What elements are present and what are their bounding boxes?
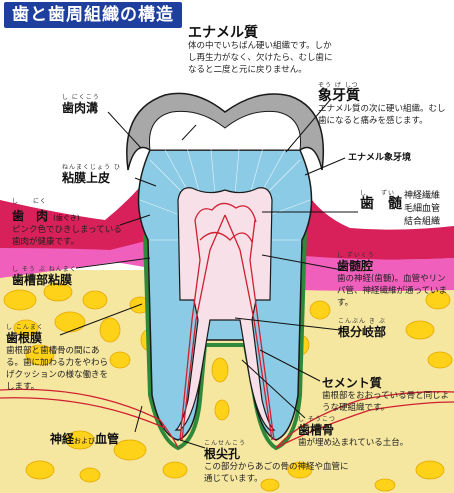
epithelium-name: 粘膜上皮	[62, 171, 111, 185]
bone-ruby: し そうこつ	[298, 416, 336, 423]
pulp-item: 神経繊維	[404, 191, 441, 201]
ligament-desc: 歯根部と歯槽骨の間にある。歯に加わる力をやわらげクッションの様な働きをします。	[6, 346, 109, 392]
periodontal-ligament	[143, 229, 307, 451]
sulcus-ruby: し にくこう	[62, 94, 100, 101]
label-gum: し にく 歯 肉 (歯ぐき) ピンク色でひきしまっている歯肉が健康です。	[12, 198, 130, 248]
label-cementum: セメント質 歯根部をおおっている骨と同じような硬組織です。	[322, 376, 450, 414]
pulp-cavity-ruby: し ずいくう	[337, 252, 375, 259]
label-pulp: し ずい 歯 髄	[360, 190, 402, 211]
label-foramen: こんせんこう 根尖孔 この部分からあごの骨の神経や血管に通じています。	[204, 440, 354, 485]
gingiva-right	[305, 190, 454, 260]
gum-mucosa-right	[300, 255, 454, 291]
foramen-ruby: こんせんこう	[204, 440, 247, 447]
pulp-item: 結合組織	[404, 217, 441, 227]
label-pulp-cavity: し ずいくう 歯髄腔 歯の神経(歯髄)。血管やリンパ管、神経繊維が通っています。	[337, 252, 451, 309]
bone-name: 歯槽骨	[298, 423, 335, 437]
dentin-ruby: ぞう げ しつ	[318, 82, 359, 89]
pulp-cavity-name: 歯髄腔	[337, 259, 374, 273]
label-dentin: ぞう げ しつ 象牙質 エナメル質の次に硬い組織。むし歯になると痛みを感じます。	[318, 82, 450, 127]
ligament-name: 歯根膜	[6, 331, 43, 345]
pulp-ruby: し ずい	[360, 190, 396, 197]
foramen-desc: この部分からあごの骨の神経や血管に通じています。	[204, 462, 349, 484]
foramen-name: 根尖孔	[204, 447, 241, 461]
dej-name: エナメル象牙境	[348, 153, 412, 163]
gum-ruby: し にく	[12, 198, 47, 205]
nerve-name-b: および	[74, 437, 96, 445]
enamel-inner	[148, 110, 302, 151]
mucosa-ruby: し そう ぶ ねんまく	[12, 266, 77, 273]
diagram-title: 歯と歯周組織の構造	[4, 2, 182, 28]
bone-desc: 歯が埋め込まれている土台。	[298, 438, 409, 448]
label-enamel: エナメル質 体の中でいちばん硬い組織です。しかし再生力がなく、欠けたら、むし歯に…	[188, 26, 338, 76]
gum-mucosa-left	[0, 240, 150, 278]
furcation-name: 根分岐部	[338, 325, 387, 339]
leader-lines	[59, 99, 358, 449]
dentin-desc: エナメル質の次に硬い組織。むし歯になると痛みを感じます。	[318, 104, 446, 126]
pulp-item: 毛細血管	[404, 204, 441, 214]
nerve-name-c: 血管	[95, 432, 120, 446]
pulp-name: 歯 髄	[360, 196, 402, 212]
label-nerve: 神経および血管	[50, 428, 119, 447]
gum-name: 歯 肉	[12, 209, 49, 223]
dentin-tubules	[139, 137, 311, 241]
gingiva-left	[0, 175, 150, 250]
furcation-ruby: こんぶん き ぶ	[338, 318, 386, 325]
gum-desc: ピンク色でひきしまっている歯肉が健康です。	[12, 225, 122, 247]
dentin-name: 象牙質	[318, 88, 360, 104]
ligament-ruby: し こんまく	[6, 324, 44, 331]
nerve-name-a: 神経	[50, 432, 75, 446]
label-sulcus: し にくこう 歯肉溝	[62, 94, 100, 115]
cementum-name: セメント質	[322, 376, 382, 390]
cementum-desc: 歯根部をおおっている骨と同じような硬組織です。	[322, 391, 450, 413]
label-epithelium: ねんまくじょう ひ 粘膜上皮	[62, 164, 121, 185]
mucosa-name: 歯槽部粘膜	[12, 273, 73, 287]
pulp-cavity-desc: 歯の神経(歯髄)。血管やリンパ管、神経繊維が通っています。	[337, 274, 448, 308]
enamel-name: エナメル質	[188, 25, 258, 41]
label-ligament: し こんまく 歯根膜 歯根部と歯槽骨の間にある。歯に加わる力をやわらげクッション…	[6, 324, 110, 393]
label-furcation: こんぶん き ぶ 根分岐部	[338, 318, 386, 339]
label-mucosa: し そう ぶ ねんまく 歯槽部粘膜	[12, 266, 77, 287]
label-dej: エナメル象牙境	[348, 151, 411, 165]
pulp-chamber	[174, 187, 276, 431]
sulcus-name: 歯肉溝	[62, 101, 99, 115]
enamel-desc: 体の中でいちばん硬い組織です。しかし再生力がなく、欠けたら、むし歯になると二度と…	[188, 41, 333, 75]
epithelium-ruby: ねんまくじょう ひ	[62, 164, 121, 171]
pulp-items: 神経繊維 毛細血管 結合組織	[404, 190, 440, 229]
gum-paren: (歯ぐき)	[53, 214, 80, 222]
label-bone: し そうこつ 歯槽骨 歯が埋め込まれている土台。	[298, 416, 448, 449]
